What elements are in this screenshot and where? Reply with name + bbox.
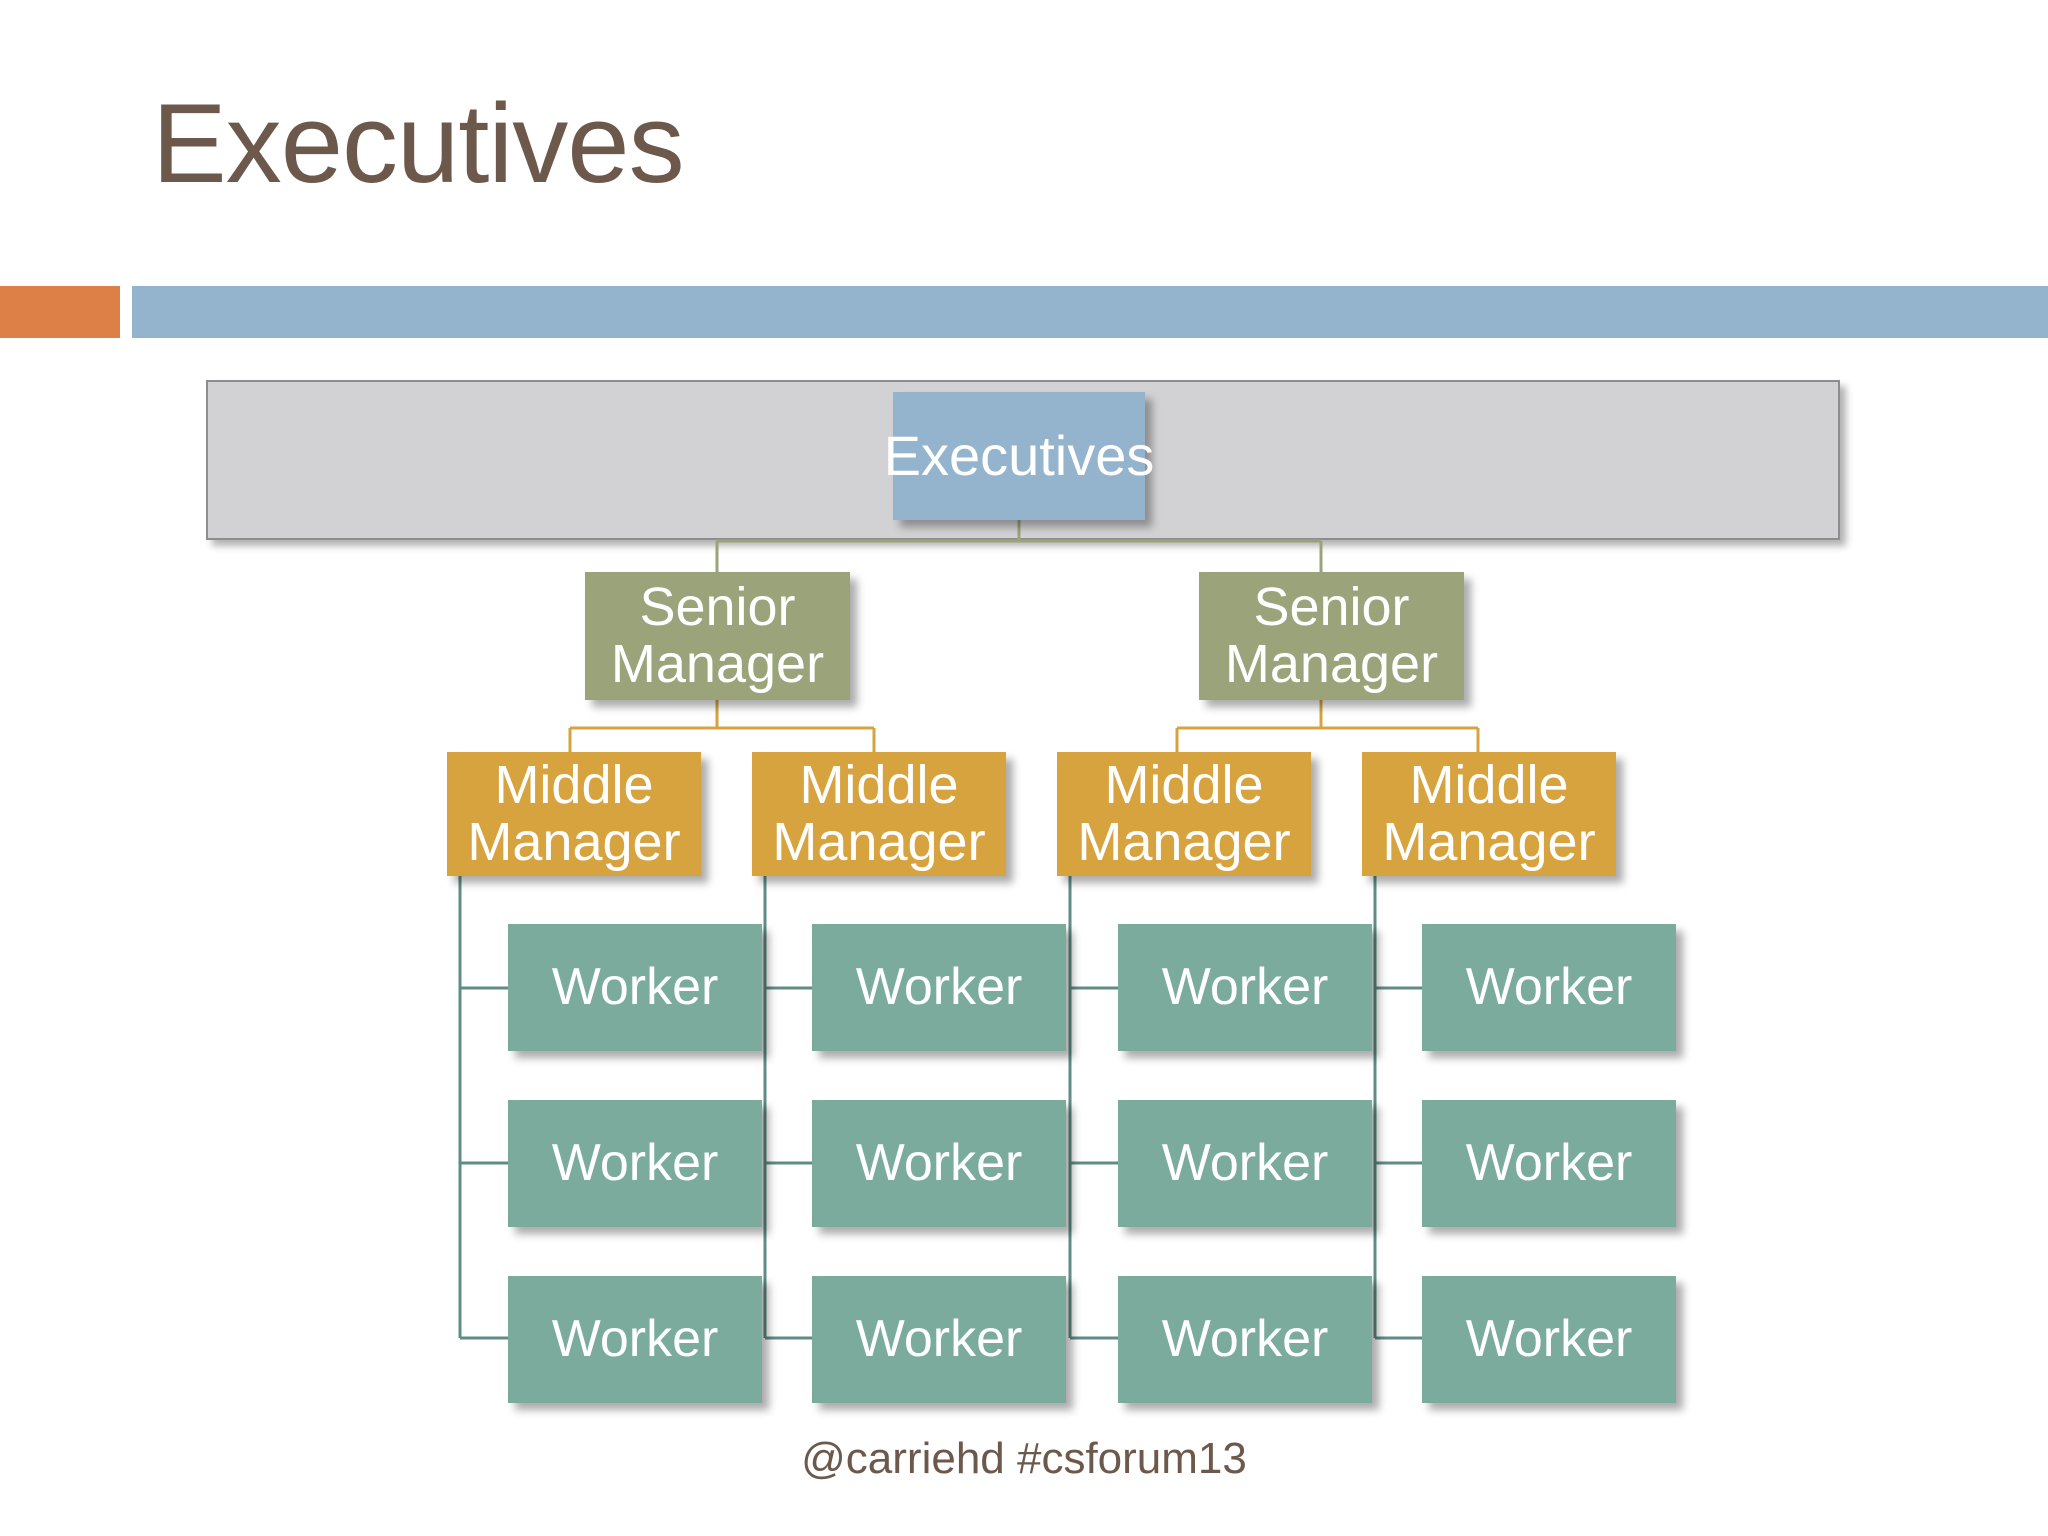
slide-footer-handle: @carriehd #csforum13 (801, 1434, 1247, 1483)
org-node-label: Worker (855, 957, 1023, 1016)
org-node-label: Worker (1465, 957, 1633, 1016)
org-node-middle-manager-1[interactable]: Middle Manager (447, 752, 701, 876)
org-node-label: Middle Manager (772, 754, 986, 872)
org-node-worker-4-1[interactable]: Worker (1422, 924, 1676, 1051)
divider-bar-blue (132, 286, 2048, 338)
org-node-label: Worker (1465, 1309, 1633, 1368)
org-node-worker-3-1[interactable]: Worker (1118, 924, 1372, 1051)
org-node-label: Worker (855, 1133, 1023, 1192)
org-node-label: Worker (551, 1133, 719, 1192)
org-node-label: Executives (883, 424, 1155, 488)
org-node-worker-2-1[interactable]: Worker (812, 924, 1066, 1051)
org-node-label: Senior Manager (610, 576, 825, 694)
org-node-middle-manager-4[interactable]: Middle Manager (1362, 752, 1616, 876)
org-node-worker-1-1[interactable]: Worker (508, 924, 762, 1051)
org-node-worker-4-2[interactable]: Worker (1422, 1100, 1676, 1227)
org-node-worker-1-3[interactable]: Worker (508, 1276, 762, 1403)
org-node-label: Worker (1465, 1133, 1633, 1192)
org-node-label: Worker (855, 1309, 1023, 1368)
org-node-executives[interactable]: Executives (884, 392, 1154, 520)
org-node-worker-1-2[interactable]: Worker (508, 1100, 762, 1227)
org-node-middle-manager-2[interactable]: Middle Manager (752, 752, 1006, 876)
org-node-worker-4-3[interactable]: Worker (1422, 1276, 1676, 1403)
org-node-senior-manager-1[interactable]: Senior Manager (585, 572, 850, 700)
org-node-label: Middle Manager (467, 754, 681, 872)
accent-bar-orange (0, 286, 120, 338)
org-node-label: Middle Manager (1077, 754, 1291, 872)
org-node-worker-2-2[interactable]: Worker (812, 1100, 1066, 1227)
org-node-label: Worker (1161, 1133, 1329, 1192)
org-node-label: Worker (551, 1309, 719, 1368)
org-node-label: Worker (551, 957, 719, 1016)
org-node-worker-3-3[interactable]: Worker (1118, 1276, 1372, 1403)
org-node-label: Middle Manager (1382, 754, 1596, 872)
org-node-label: Senior Manager (1224, 576, 1439, 694)
page-title: Executives (152, 81, 685, 206)
org-node-label: Worker (1161, 1309, 1329, 1368)
org-node-worker-3-2[interactable]: Worker (1118, 1100, 1372, 1227)
org-node-middle-manager-3[interactable]: Middle Manager (1057, 752, 1311, 876)
org-node-label: Worker (1161, 957, 1329, 1016)
org-node-senior-manager-2[interactable]: Senior Manager (1199, 572, 1464, 700)
org-node-worker-2-3[interactable]: Worker (812, 1276, 1066, 1403)
